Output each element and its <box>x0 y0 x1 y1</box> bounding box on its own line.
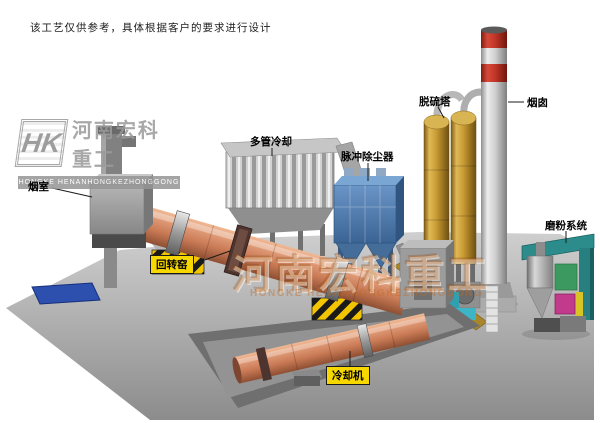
kiln-tyre <box>164 210 191 256</box>
label-grinding-system: 磨粉系统 <box>545 220 587 232</box>
kiln-hood <box>399 240 454 309</box>
label-chimney: 烟囱 <box>527 97 548 109</box>
logo-company-name-cn: 河南宏科重工 <box>71 120 160 171</box>
grinding-system <box>521 233 595 332</box>
desulfurization-tower-leader <box>437 106 445 119</box>
smoke-chamber <box>89 126 153 288</box>
multi-tube-cooler <box>220 137 367 260</box>
label-desulfurization-tower: 脱硫塔 <box>419 96 451 108</box>
blue-mat <box>31 282 101 305</box>
label-smoke-chamber: 烟室 <box>28 181 49 193</box>
logo-company-name-en: HONGKE HENANHONGKEZHONGGONG <box>18 176 180 189</box>
cooling-machine <box>232 313 431 384</box>
label-leader-lines <box>51 101 567 366</box>
smoke-chamber-leader <box>51 187 93 198</box>
disclaimer-note: 该工艺仅供参考，具体根据客户的要求进行设计 <box>30 22 272 34</box>
rotary-kiln-leader <box>195 250 231 264</box>
tower-top-pipe <box>433 91 466 121</box>
logo-row: HK 河南宏科重工 <box>14 114 180 172</box>
label-rotary-kiln: 回转窑 <box>150 255 194 274</box>
company-logo: HK 河南宏科重工 HONGKE HENANHONGKEZHONGGONG <box>14 114 180 189</box>
chimney <box>471 26 517 313</box>
logo-monogram-text: HK <box>19 127 64 158</box>
label-multi-tube-cooler: 多管冷却 <box>250 136 292 148</box>
label-cooling-machine: 冷却机 <box>326 366 370 385</box>
cyclone-cone <box>526 287 554 319</box>
logo-hk-monogram: HK <box>14 119 69 167</box>
kiln-tyre <box>324 256 350 302</box>
label-pulse-dust-collector: 脉冲除尘器 <box>341 151 394 163</box>
cooler-support-base <box>294 376 320 386</box>
pulse-dust-collector <box>333 168 404 298</box>
